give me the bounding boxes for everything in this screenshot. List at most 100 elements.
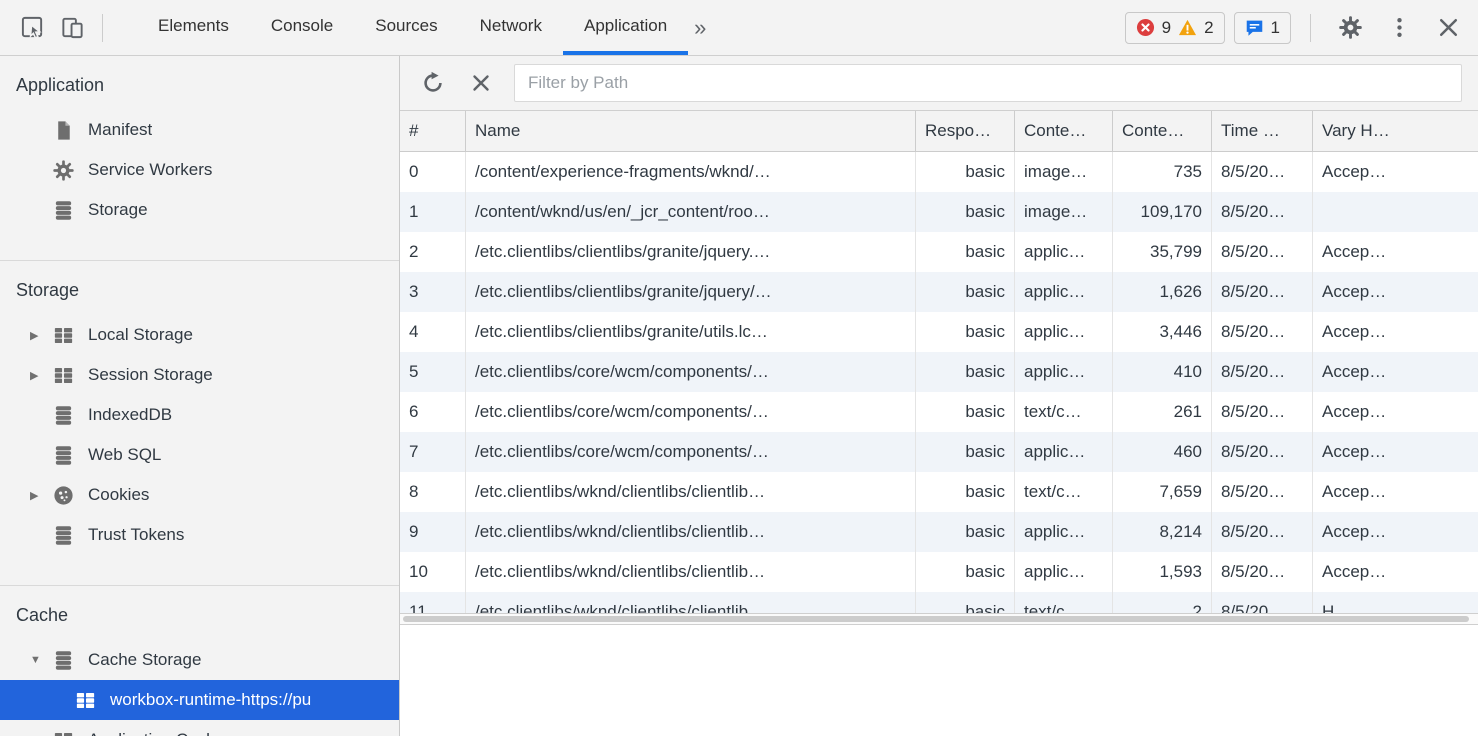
cache-entry-row[interactable]: 8/etc.clientlibs/wknd/clientlibs/clientl… (400, 472, 1478, 512)
tab-application[interactable]: Application (562, 0, 689, 55)
tab-sources[interactable]: Sources (375, 15, 438, 35)
cell-1: /etc.clientlibs/core/wcm/components/… (466, 352, 916, 392)
cell-1: /etc.clientlibs/wknd/clientlibs/clientli… (466, 512, 916, 552)
delete-selected-button[interactable] (466, 68, 496, 98)
cell-1: /content/experience-fragments/wknd/… (466, 152, 916, 192)
scrollbar-thumb[interactable] (403, 616, 1469, 622)
settings-button[interactable] (1332, 10, 1368, 46)
tree-collapsed-arrow-icon[interactable]: ▶ (30, 489, 39, 502)
cell-5: 8/5/20… (1212, 352, 1313, 392)
cell-4: 109,170 (1113, 192, 1212, 232)
cell-0: 6 (400, 392, 466, 432)
cache-entry-row[interactable]: 3/etc.clientlibs/clientlibs/granite/jque… (400, 272, 1478, 312)
cell-5: 8/5/20… (1212, 232, 1313, 272)
cache-entry-row[interactable]: 2/etc.clientlibs/clientlibs/granite/jque… (400, 232, 1478, 272)
cell-3: text/c… (1015, 472, 1113, 512)
tree-collapsed-arrow-icon[interactable]: ▶ (30, 369, 39, 382)
column-header-5[interactable]: Time … (1212, 111, 1313, 151)
cell-3: text/c… (1015, 592, 1113, 613)
toolbar-divider (102, 13, 103, 42)
cell-4: 410 (1113, 352, 1212, 392)
sidebar-item-local-storage[interactable]: ▶ Local Storage (0, 315, 399, 355)
cell-1: /etc.clientlibs/clientlibs/granite/utils… (466, 312, 916, 352)
tab-elements[interactable]: Elements (158, 15, 229, 35)
cache-entry-row[interactable]: 4/etc.clientlibs/clientlibs/granite/util… (400, 312, 1478, 352)
sidebar-item-web-sql[interactable]: Web SQL (0, 435, 399, 475)
refresh-button[interactable] (418, 68, 448, 98)
sidebar-item-service-workers[interactable]: Service Workers (0, 150, 399, 190)
inspect-element-button[interactable] (14, 10, 50, 46)
sidebar-item-label: Local Storage (88, 325, 193, 344)
cell-5: 8/5/20… (1212, 312, 1313, 352)
tree-collapsed-arrow-icon[interactable]: ▶ (30, 329, 39, 342)
cell-4: 735 (1113, 152, 1212, 192)
tab-console[interactable]: Console (270, 15, 334, 35)
sidebar-item-label: Application Cache (88, 730, 225, 736)
sidebar-item-cache-storage[interactable]: ▼Cache Storage (0, 640, 399, 680)
column-header-0[interactable]: # (400, 111, 466, 151)
sidebar-item-label: Service Workers (88, 160, 213, 179)
device-toolbar-icon (60, 15, 85, 40)
cell-6: H… (1322, 602, 1352, 613)
sidebar-item-session-storage[interactable]: ▶Session Storage (0, 355, 399, 395)
cell-1: /etc.clientlibs/wknd/clientlibs/clientli… (466, 552, 916, 592)
cell-1: /etc.clientlibs/clientlibs/granite/jquer… (466, 272, 916, 312)
console-errors-warnings-badge[interactable]: 9 2 (1124, 11, 1225, 44)
cell-2: basic (916, 472, 1015, 512)
filter-by-path-input[interactable] (514, 64, 1462, 102)
sidebar-item-label: Manifest (88, 120, 153, 139)
cache-toolbar (400, 56, 1478, 111)
cache-entry-row[interactable]: 10/etc.clientlibs/wknd/clientlibs/client… (400, 552, 1478, 592)
database-icon (52, 404, 75, 427)
cell-0: 3 (400, 272, 466, 312)
sidebar-item-application-cache[interactable]: Application Cache (0, 720, 399, 736)
sidebar-item-storage[interactable]: Storage (0, 190, 399, 230)
cell-4: 460 (1113, 432, 1212, 472)
cache-entry-row[interactable]: 5/etc.clientlibs/core/wcm/components/…ba… (400, 352, 1478, 392)
cell-0: 11 (400, 592, 466, 613)
sidebar-item-manifest[interactable]: Manifest (0, 110, 399, 150)
section-title: Cache (16, 605, 69, 625)
inspect-cursor-icon (20, 15, 45, 40)
cell-5: 8/5/20… (1212, 192, 1313, 232)
cell-0: 0 (400, 152, 466, 192)
cache-entry-row[interactable]: 7/etc.clientlibs/core/wcm/components/…ba… (400, 432, 1478, 472)
toolbar-right-cluster: 9 2 1 (1124, 0, 1478, 55)
horizontal-scrollbar[interactable] (400, 613, 1478, 625)
column-header-1[interactable]: Name (466, 111, 916, 151)
cell-1: /content/wknd/us/en/_jcr_content/roo… (466, 192, 916, 232)
column-header-3[interactable]: Conte… (1015, 111, 1113, 151)
sidebar-item-workbox-runtime-https-pu[interactable]: workbox-runtime-https://pu (0, 680, 399, 720)
grid-body: 0/content/experience-fragments/wknd/… bas… (400, 152, 1478, 613)
tab-network[interactable]: Network (479, 15, 542, 35)
cell-0: 5 (400, 352, 466, 392)
column-header-6[interactable]: Vary H… (1322, 121, 1390, 140)
cache-entry-row[interactable]: 1/content/wknd/us/en/_jcr_content/roo…ba… (400, 192, 1478, 232)
cell-6: Accep… (1322, 522, 1387, 541)
sidebar-item-label: Trust Tokens (88, 525, 185, 544)
cell-3: applic… (1015, 352, 1113, 392)
database-icon (52, 649, 75, 672)
more-options-button[interactable] (1381, 10, 1417, 46)
cell-0: 9 (400, 512, 466, 552)
column-header-4[interactable]: Conte… (1113, 111, 1212, 151)
warning-count: 2 (1204, 17, 1214, 37)
cell-6: Accep… (1322, 482, 1387, 501)
cache-entry-row[interactable]: 6/etc.clientlibs/core/wcm/components/…ba… (400, 392, 1478, 432)
more-tabs-button[interactable]: » (690, 16, 710, 39)
cell-5: 8/5/20… (1212, 512, 1313, 552)
sidebar-item-cookies[interactable]: ▶Cookies (0, 475, 399, 515)
console-messages-badge[interactable]: 1 (1233, 11, 1291, 44)
section-title: Application (16, 75, 105, 95)
sidebar-item-trust-tokens[interactable]: Trust Tokens (0, 515, 399, 555)
cache-entry-row[interactable]: 9/etc.clientlibs/wknd/clientlibs/clientl… (400, 512, 1478, 552)
cell-6: Accep… (1322, 402, 1387, 421)
close-devtools-button[interactable] (1430, 10, 1466, 46)
device-toolbar-button[interactable] (54, 10, 90, 46)
tree-expanded-arrow-icon[interactable]: ▼ (30, 654, 41, 666)
cookie-icon (52, 484, 75, 507)
cache-entry-row[interactable]: 0/content/experience-fragments/wknd/…bas… (400, 152, 1478, 192)
cache-entry-row[interactable]: 11/etc.clientlibs/wknd/clientlibs/client… (400, 592, 1478, 613)
sidebar-item-indexeddb[interactable]: IndexedDB (0, 395, 399, 435)
column-header-2[interactable]: Respo… (916, 111, 1015, 151)
